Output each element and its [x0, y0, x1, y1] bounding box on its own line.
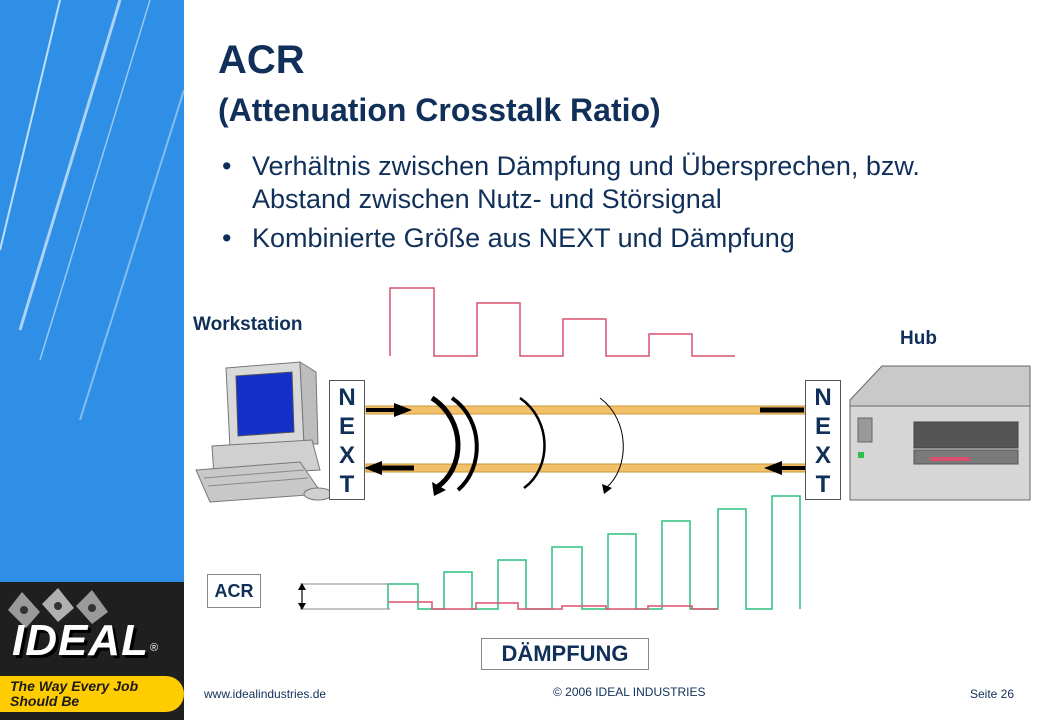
- hub-label: Hub: [900, 328, 937, 349]
- acr-signal: [387, 495, 801, 610]
- tagline-text: The Way Every Job Should Be: [10, 678, 139, 709]
- sidebar: IDEAL ® The Way Every Job Should Be: [0, 0, 184, 720]
- daempfung-label: DÄMPFUNG: [481, 638, 649, 670]
- footer-website[interactable]: www.idealindustries.de: [204, 687, 327, 701]
- workstation-label: Workstation: [193, 314, 303, 335]
- sidebar-decoration: [0, 0, 184, 421]
- attenuation-pulse-signal: [389, 287, 735, 357]
- crosstalk-arcs: [430, 395, 624, 496]
- slide-title: ACR: [218, 38, 305, 82]
- footer-page-number: Seite 26: [970, 687, 1015, 701]
- acr-label: ACR: [207, 574, 261, 608]
- slide-subtitle: (Attenuation Crosstalk Ratio): [218, 92, 661, 128]
- cable-bottom: [365, 463, 807, 473]
- registered-mark: ®: [150, 642, 159, 654]
- hub-icon: [849, 365, 1031, 501]
- logo-wire-icon: [8, 588, 108, 628]
- footer-copyright: © 2006 IDEAL INDUSTRIES: [553, 685, 706, 699]
- next-box-left: N E X T: [329, 380, 365, 500]
- next-box-right: N E X T: [805, 380, 841, 500]
- arrow-right-icon: [366, 403, 412, 417]
- attenuation-baseline-signal: [388, 601, 718, 610]
- next-letter: X: [814, 442, 831, 469]
- arrow-left-icon: [364, 461, 414, 475]
- bullet-item: Verhältnis zwischen Dämpfung und Überspr…: [222, 150, 1022, 216]
- next-letter: T: [815, 471, 831, 498]
- cable-top: [365, 405, 807, 415]
- bullet-item: Kombinierte Größe aus NEXT und Dämpfung: [222, 222, 1022, 255]
- next-letter: E: [814, 413, 831, 440]
- workstation-icon: [195, 361, 333, 503]
- tagline: The Way Every Job Should Be: [0, 676, 184, 712]
- acr-double-arrow-icon: [298, 583, 306, 610]
- bullet-list: Verhältnis zwischen Dämpfung und Überspr…: [222, 150, 1022, 261]
- next-letter: E: [338, 413, 355, 440]
- next-letter: T: [339, 471, 355, 498]
- logo-text: IDEAL: [12, 616, 149, 665]
- next-letter: N: [338, 384, 356, 411]
- arrow-left-icon: [764, 461, 806, 475]
- next-letter: X: [338, 442, 355, 469]
- next-letter: N: [814, 384, 832, 411]
